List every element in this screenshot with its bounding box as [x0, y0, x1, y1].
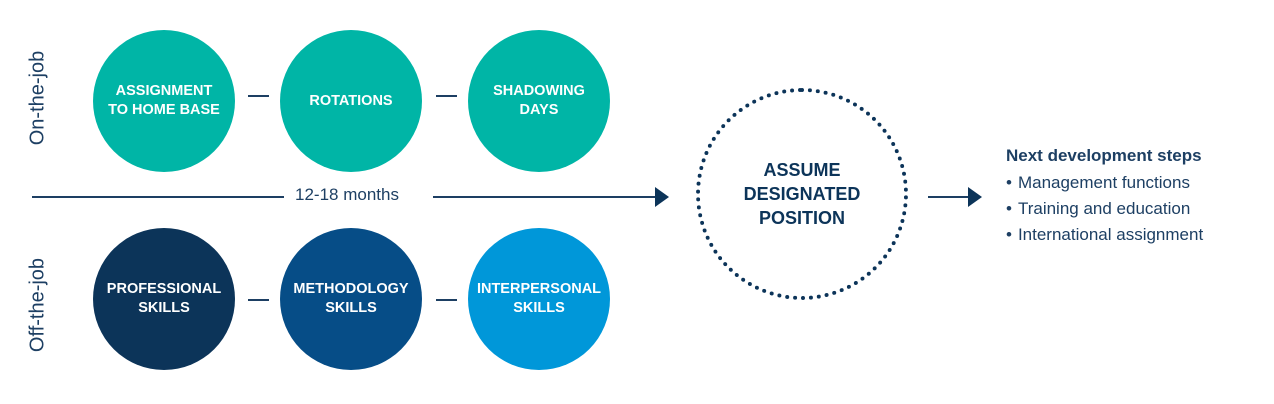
goal-label: ASSUME DESIGNATED POSITION	[743, 160, 861, 228]
connector-line	[248, 95, 269, 97]
timeline-line	[433, 196, 656, 198]
list-item: Management functions	[1006, 170, 1203, 196]
next-arrow-line	[928, 196, 968, 198]
timeline-line	[32, 196, 284, 198]
on-the-job-label: On-the-job	[26, 50, 49, 146]
list-item: Training and education	[1006, 196, 1203, 222]
goal-circle: ASSUME DESIGNATED POSITION	[696, 88, 908, 300]
list-item: International assignment	[1006, 222, 1203, 248]
connector-line	[436, 299, 457, 301]
next-steps-title: Next development steps	[1006, 146, 1202, 165]
next-steps-list: Management functions Training and educat…	[1006, 170, 1203, 248]
step-interpersonal-skills: INTERPERSONAL SKILLS	[468, 228, 610, 370]
step-professional-skills: PROFESSIONAL SKILLS	[93, 228, 235, 370]
duration-label: 12-18 months	[295, 185, 399, 204]
step-rotations: ROTATIONS	[280, 30, 422, 172]
arrow-right-icon	[968, 187, 982, 207]
next-steps-panel: Next development steps Management functi…	[1006, 146, 1203, 248]
step-label: INTERPERSONAL SKILLS	[476, 281, 602, 316]
step-methodology-skills: METHODOLOGY SKILLS	[280, 228, 422, 370]
step-label: SHADOWING DAYS	[493, 83, 585, 118]
step-label: ASSIGNMENT TO HOME BASE	[108, 83, 220, 118]
connector-line	[436, 95, 457, 97]
off-the-job-label: Off-the-job	[26, 257, 49, 353]
arrow-right-icon	[655, 187, 669, 207]
connector-line	[248, 299, 269, 301]
step-assignment-to-home-base: ASSIGNMENT TO HOME BASE	[93, 30, 235, 172]
step-label: ROTATIONS	[309, 92, 393, 109]
step-label: PROFESSIONAL SKILLS	[106, 281, 222, 316]
step-label: METHODOLOGY SKILLS	[293, 281, 409, 316]
step-shadowing-days: SHADOWING DAYS	[468, 30, 610, 172]
